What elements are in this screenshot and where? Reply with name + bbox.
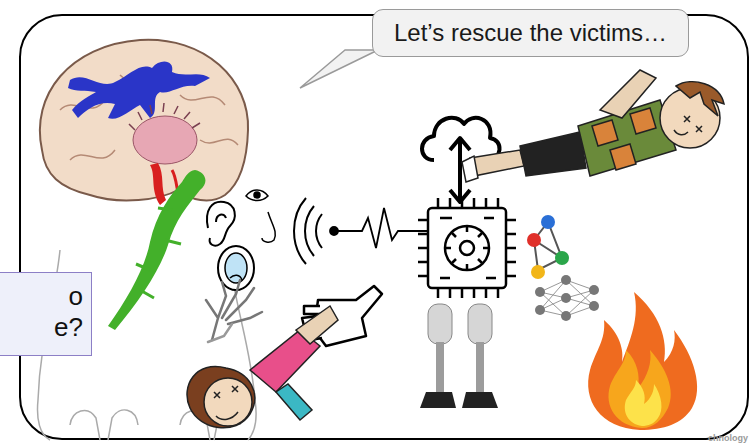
question-box: o e? [0, 272, 92, 356]
eye-icon [246, 190, 268, 201]
victim-girl [216, 412, 238, 419]
neural-net [589, 301, 599, 311]
prosthetic-legs [420, 392, 456, 408]
network-graph [541, 215, 555, 229]
network-graph [527, 233, 541, 247]
victim-girl [214, 386, 238, 398]
brain [136, 208, 181, 298]
signal-line [330, 227, 338, 235]
victim-boy [470, 150, 524, 176]
nose-icon [262, 212, 275, 242]
victim-girl [187, 306, 338, 428]
fire [588, 292, 697, 430]
eye-icon [246, 190, 268, 201]
network-graph [527, 215, 569, 279]
victim-boy [462, 70, 724, 182]
prosthetic-legs [476, 342, 484, 392]
sound-waves [316, 214, 322, 248]
chip-icon [440, 218, 496, 278]
neural-net [561, 275, 571, 285]
nose-icon [262, 212, 275, 242]
chip-icon [445, 226, 489, 270]
panel-frame [20, 15, 748, 439]
fire [608, 350, 670, 428]
prosthetic-legs [428, 304, 452, 344]
ear-icon [216, 215, 226, 222]
signal-line [338, 208, 428, 248]
victim-boy [592, 108, 656, 170]
chip-icon [445, 226, 489, 270]
mouth-icon [225, 253, 247, 283]
chip-icon [418, 198, 516, 298]
hand-skeleton-icon [206, 280, 262, 342]
chip-icon [418, 198, 516, 298]
victim-boy [462, 156, 478, 182]
brain [129, 103, 200, 130]
prosthetic-legs [462, 392, 498, 408]
neural-net [535, 287, 545, 297]
ear-icon [207, 202, 235, 246]
victim-girl [296, 306, 338, 344]
neural-net [535, 275, 599, 321]
prosthetic-legs [436, 342, 444, 392]
victim-girl [204, 378, 252, 426]
network-graph [531, 265, 545, 279]
victim-boy [600, 70, 656, 118]
brain [108, 170, 205, 330]
chip-icon [428, 208, 506, 288]
victim-girl [187, 367, 255, 428]
prosthetic-legs [468, 304, 492, 344]
hand-skeleton-icon [208, 324, 232, 342]
body-outline [70, 411, 100, 440]
fire [625, 380, 662, 426]
neural-net [589, 285, 599, 295]
brain [40, 40, 248, 201]
neural-net [561, 311, 571, 321]
victim-girl [276, 384, 312, 420]
node-text: o e? [38, 281, 84, 343]
neural-net [540, 280, 594, 316]
fire [588, 292, 697, 430]
victim-boy [674, 130, 688, 135]
sound-waves [305, 206, 314, 256]
neural-net [561, 293, 571, 303]
body-outline [108, 410, 138, 440]
sound-waves [294, 198, 306, 264]
brain [150, 163, 166, 205]
watermark-text: chnology [708, 433, 748, 443]
node-text: Let’s rescue the victims… [394, 19, 667, 46]
sound-waves [294, 198, 322, 264]
chip-icon [460, 241, 474, 255]
eye-icon [254, 192, 260, 198]
brain [68, 62, 210, 119]
neural-net [535, 305, 545, 315]
victim-boy [676, 82, 724, 116]
prosthetic-legs [420, 304, 498, 408]
signal-line [330, 208, 428, 248]
speech-bubble: Let’s rescue the victims… [372, 9, 689, 57]
brain [133, 116, 197, 164]
hand-skeleton-icon [206, 280, 262, 340]
ear-icon [207, 202, 235, 246]
network-graph [555, 251, 569, 265]
bubble-tail [300, 50, 378, 88]
victim-boy [684, 116, 702, 132]
victim-boy [520, 132, 586, 176]
